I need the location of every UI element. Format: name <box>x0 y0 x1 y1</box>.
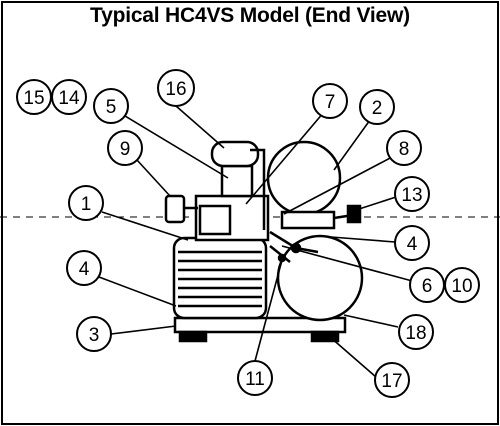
callout-7-label: 7 <box>325 92 336 113</box>
callout-16: 16 <box>157 69 195 107</box>
callout-6: 6 <box>409 267 445 303</box>
foot-right <box>310 330 340 343</box>
callout-5: 5 <box>93 88 129 124</box>
callout-11: 11 <box>237 360 273 396</box>
callout-10-label: 10 <box>451 276 472 297</box>
machine-drawing <box>164 140 364 343</box>
callout-3-label: 3 <box>89 325 100 346</box>
callout-4-left-label: 4 <box>79 259 90 280</box>
callout-4-right-label: 4 <box>407 234 418 255</box>
callout-10: 10 <box>444 267 480 303</box>
callout-4-right: 4 <box>394 225 430 261</box>
tank-tube <box>269 245 291 263</box>
callout-9-label: 9 <box>120 139 131 160</box>
callout-2: 2 <box>359 89 395 125</box>
leader-lines <box>98 105 417 378</box>
callout-11-label: 11 <box>245 369 265 390</box>
compressor-head <box>194 194 270 242</box>
callout-16-label: 16 <box>165 79 186 100</box>
callout-8-label: 8 <box>399 139 410 160</box>
callout-13-label: 13 <box>401 185 422 206</box>
pressure-switch <box>280 210 336 230</box>
head-inner <box>198 204 232 236</box>
callout-1-label: 1 <box>81 194 92 215</box>
foot-left <box>178 330 208 343</box>
callout-18-label: 18 <box>405 323 426 344</box>
intake-valve <box>220 164 254 198</box>
callout-14: 14 <box>51 79 87 115</box>
callout-4-left: 4 <box>66 250 102 286</box>
outlet-valve <box>346 204 362 224</box>
callout-6-label: 6 <box>422 276 433 297</box>
motor-fins <box>178 250 262 308</box>
handwheel <box>164 194 186 224</box>
callout-15-label: 15 <box>23 88 44 109</box>
callout-18: 18 <box>398 314 434 350</box>
callout-15: 15 <box>16 79 52 115</box>
callout-14-label: 14 <box>58 88 80 109</box>
callout-2-label: 2 <box>372 98 383 119</box>
callout-3: 3 <box>76 316 112 352</box>
callout-17-label: 17 <box>381 371 402 392</box>
air-cleaner <box>210 140 260 168</box>
callout-17: 17 <box>374 362 410 398</box>
callout-9: 9 <box>107 130 143 166</box>
callout-7: 7 <box>312 83 348 119</box>
callout-13: 13 <box>394 176 430 212</box>
callout-8: 8 <box>386 130 422 166</box>
callout-5-label: 5 <box>106 97 117 118</box>
diagram-title: Typical HC4VS Model (End View) <box>90 4 410 27</box>
callout-1: 1 <box>68 185 104 221</box>
riser-pipe <box>250 148 266 230</box>
